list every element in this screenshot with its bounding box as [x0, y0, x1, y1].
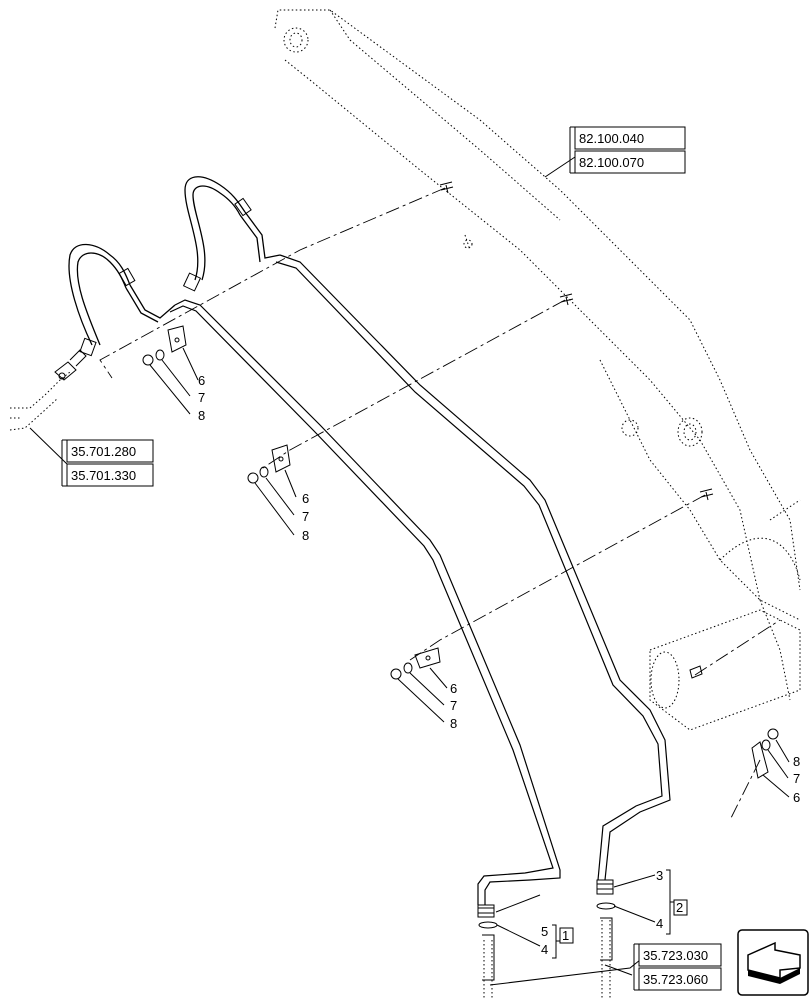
group-label-1: 1: [562, 928, 569, 943]
pipe-assembly-1: [169, 299, 561, 1000]
callouts-assembly-1: 5 4 1: [541, 924, 574, 959]
reference-fitting[interactable]: 35.723.030 35.723.060: [633, 943, 722, 991]
reference-valve-primary[interactable]: 35.701.280: [71, 444, 136, 459]
callout-6: 6: [198, 373, 205, 388]
callout-7: 7: [793, 771, 800, 786]
clamp-group-c: [390, 647, 441, 680]
boom-bolts: [439, 181, 714, 679]
callout-7: 7: [450, 698, 457, 713]
group-label-2: 2: [676, 900, 683, 915]
reference-valve-secondary[interactable]: 35.701.330: [71, 468, 136, 483]
reference-boom-primary[interactable]: 82.100.040: [579, 131, 644, 146]
callout-4: 4: [656, 916, 663, 931]
callout-7: 7: [302, 509, 309, 524]
callouts-group-a: 6 7 8: [198, 373, 205, 423]
callouts-group-c: 6 7 8: [450, 681, 457, 731]
callouts-assembly-2: 3 4 2: [656, 868, 688, 935]
clamp-group-d: [751, 728, 779, 779]
leader-lines: [29, 156, 790, 986]
hydraulic-hose-left: [68, 243, 176, 357]
hydraulic-hose-right: [182, 176, 281, 292]
callout-5: 5: [541, 924, 548, 939]
callout-6: 6: [793, 790, 800, 805]
callout-7: 7: [198, 390, 205, 405]
callout-8: 8: [793, 754, 800, 769]
valve-fitting: [9, 349, 87, 431]
callout-6: 6: [302, 491, 309, 506]
alignment-lines: [99, 187, 781, 821]
pipe-assembly-2: [275, 254, 671, 1000]
reference-fitting-secondary[interactable]: 35.723.060: [643, 972, 708, 987]
callout-6: 6: [450, 681, 457, 696]
callouts-group-d: 8 7 6: [793, 754, 800, 805]
loader-boom-outline: [274, 9, 801, 731]
reference-fitting-primary[interactable]: 35.723.030: [643, 948, 708, 963]
reference-boom-secondary[interactable]: 82.100.070: [579, 155, 644, 170]
callout-4: 4: [541, 942, 548, 957]
reference-valve[interactable]: 35.701.280 35.701.330: [61, 439, 154, 487]
callout-8: 8: [198, 408, 205, 423]
callout-8: 8: [302, 528, 309, 543]
callout-8: 8: [450, 716, 457, 731]
callouts-group-b: 6 7 8: [302, 491, 309, 543]
callout-3: 3: [656, 868, 663, 883]
reference-boom[interactable]: 82.100.040 82.100.070: [569, 126, 686, 174]
next-page-arrow-icon[interactable]: [737, 929, 809, 996]
clamp-group-b: [247, 444, 291, 484]
clamp-group-a: [142, 325, 187, 366]
